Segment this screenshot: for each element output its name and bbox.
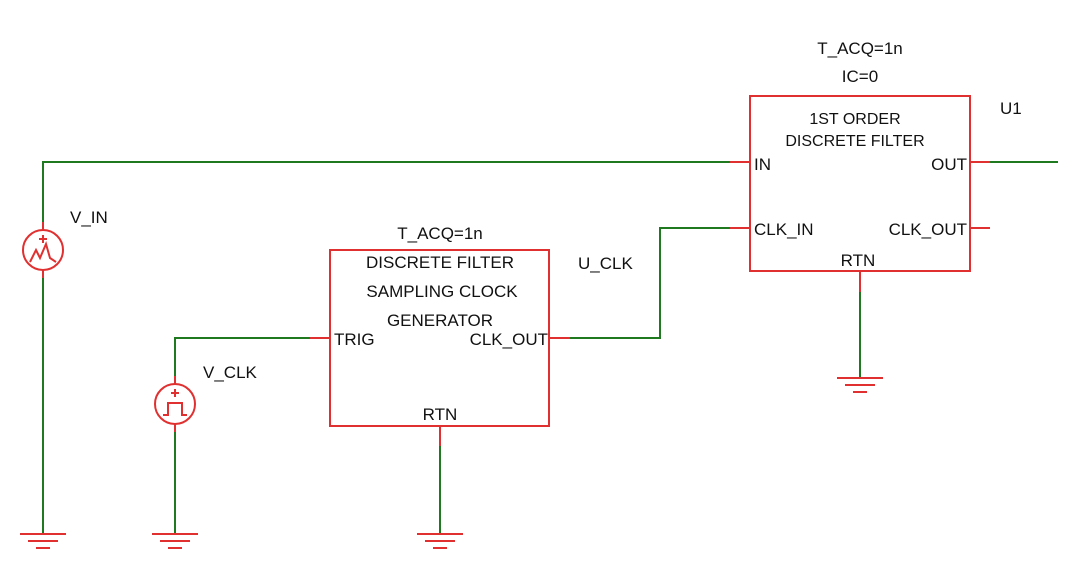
clock-title-line3: GENERATOR [387,311,493,330]
clock-generator-block[interactable]: T_ACQ=1n DISCRETE FILTER SAMPLING CLOCK … [310,224,570,446]
ground-vclk[interactable] [152,533,198,549]
wire-u-clk-net[interactable] [569,227,731,339]
clock-pin-trig-label: TRIG [334,330,375,349]
clock-title-line2: SAMPLING CLOCK [366,282,518,301]
filter-block[interactable]: T_ACQ=1n IC=0 1ST ORDER DISCRETE FILTER … [730,39,1022,292]
clock-pin-clk-out-label: CLK_OUT [470,330,548,349]
v-in-label: V_IN [70,208,108,227]
filter-param-tacq: T_ACQ=1n [817,39,903,58]
clock-param-tacq: T_ACQ=1n [397,224,483,243]
filter-pin-clk-out-label: CLK_OUT [889,220,967,239]
ground-vin[interactable] [20,533,66,549]
wires [42,161,1058,535]
filter-pin-clk-in-label: CLK_IN [754,220,814,239]
ground-filter-rtn[interactable] [837,377,883,393]
v-clk-plus-sign [171,389,179,397]
net-label-u-clk: U_CLK [578,254,633,273]
ground-icon [20,533,66,549]
v-clk-pulse-wave [163,402,187,416]
clock-title-line1: DISCRETE FILTER [366,253,514,272]
wire-vclk-to-trig[interactable] [174,337,311,384]
filter-pin-out-label: OUT [931,155,967,174]
filter-ref-designator: U1 [1000,99,1022,118]
filter-title-line2: DISCRETE FILTER [785,133,924,150]
v-clk-source[interactable]: V_CLK [154,363,258,432]
filter-param-ic: IC=0 [842,67,878,86]
v-clk-label: V_CLK [203,363,258,382]
clock-pin-rtn-label: RTN [423,405,458,424]
wire-vin-to-filter-in[interactable] [42,161,731,230]
ground-icon [837,377,883,393]
ground-icon [417,533,463,549]
filter-pin-rtn-label: RTN [841,251,876,270]
v-in-triangle-wave [29,241,57,263]
filter-pin-in-label: IN [754,155,771,174]
ground-clock-rtn[interactable] [417,533,463,549]
ground-icon [152,533,198,549]
v-in-source[interactable]: V_IN [22,208,108,278]
filter-title-line1: 1ST ORDER [809,111,900,128]
v-in-plus-sign [39,235,47,243]
